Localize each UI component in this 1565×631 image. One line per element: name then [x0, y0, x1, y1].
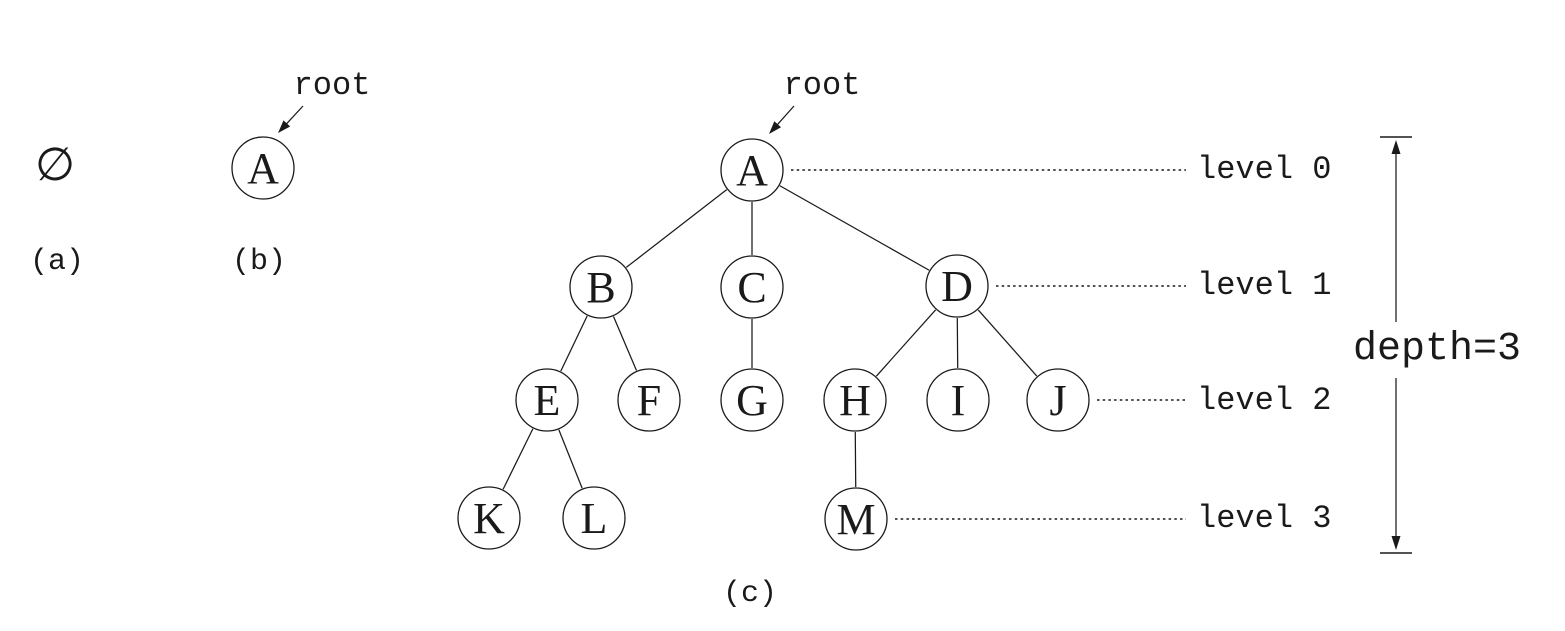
- tree-node-label-c-L: L: [581, 494, 608, 543]
- edge-D-J: [977, 309, 1038, 377]
- tree-node-circle-c-G: [720, 368, 784, 432]
- tree-node-label-c-H: H: [839, 376, 871, 425]
- tree-node-label-c-E: E: [534, 376, 561, 425]
- caption-b: (b): [231, 245, 287, 279]
- tree-node-label-c-G: G: [736, 376, 768, 425]
- tree-node-circle-c-F: [617, 368, 681, 432]
- tree-node-circle-b-A: [231, 136, 295, 200]
- edge-E-K: [502, 428, 534, 490]
- tree-node-circle-c-B: [569, 255, 633, 319]
- tree-node-circle-c-A: [720, 138, 784, 202]
- root-arrow-head-c: [769, 121, 782, 134]
- tree-node-circle-c-H: [823, 368, 887, 432]
- root-arrow-line-c: [774, 105, 795, 128]
- tree-node-circle-c-C: [720, 255, 784, 319]
- empty-set-symbol: ∅: [34, 137, 76, 191]
- root-arrow-head-b: [278, 120, 291, 133]
- edge-D-H: [875, 309, 937, 377]
- tree-node-label-c-K: K: [473, 494, 505, 543]
- tree-node-label-c-C: C: [737, 263, 766, 312]
- depth-arrowhead-up: [1391, 140, 1401, 154]
- edge-B-E: [560, 315, 588, 372]
- tree-node-circle-c-K: [457, 486, 521, 550]
- edge-A-B: [625, 189, 728, 268]
- level-2-label: level 2: [1197, 382, 1332, 419]
- caption-a: (a): [29, 245, 85, 279]
- edge-B-F: [612, 316, 638, 371]
- level-0-label: level 0: [1197, 151, 1332, 188]
- tree-node-circle-c-L: [562, 486, 626, 550]
- root-arrow-line-b: [283, 105, 304, 127]
- level-1-label: level 1: [1197, 267, 1332, 304]
- tree-node-circle-c-M: [824, 487, 888, 551]
- tree-node-label-b-A: A: [247, 144, 279, 193]
- tree-node-label-c-M: M: [836, 495, 875, 544]
- tree-node-label-c-I: I: [951, 376, 966, 425]
- caption-c: (c): [722, 577, 778, 611]
- tree-node-label-c-B: B: [586, 263, 615, 312]
- depth-arrowhead-down: [1391, 536, 1401, 550]
- tree-node-label-c-D: D: [941, 262, 973, 311]
- edge-E-L: [558, 429, 583, 489]
- depth-label: depth=3: [1353, 327, 1522, 372]
- tree-node-label-c-A: A: [736, 146, 768, 195]
- tree-node-label-c-F: F: [637, 376, 661, 425]
- tree-node-circle-c-I: [926, 368, 990, 432]
- edge-A-D: [779, 185, 930, 271]
- tree-node-circle-c-D: [925, 254, 989, 318]
- tree-node-circle-c-E: [515, 368, 579, 432]
- level-3-label: level 3: [1197, 500, 1332, 537]
- tree-node-label-c-J: J: [1049, 376, 1066, 425]
- root-label-c: root: [783, 67, 861, 104]
- tree-node-circle-c-J: [1026, 368, 1090, 432]
- root-label-b: root: [293, 67, 371, 104]
